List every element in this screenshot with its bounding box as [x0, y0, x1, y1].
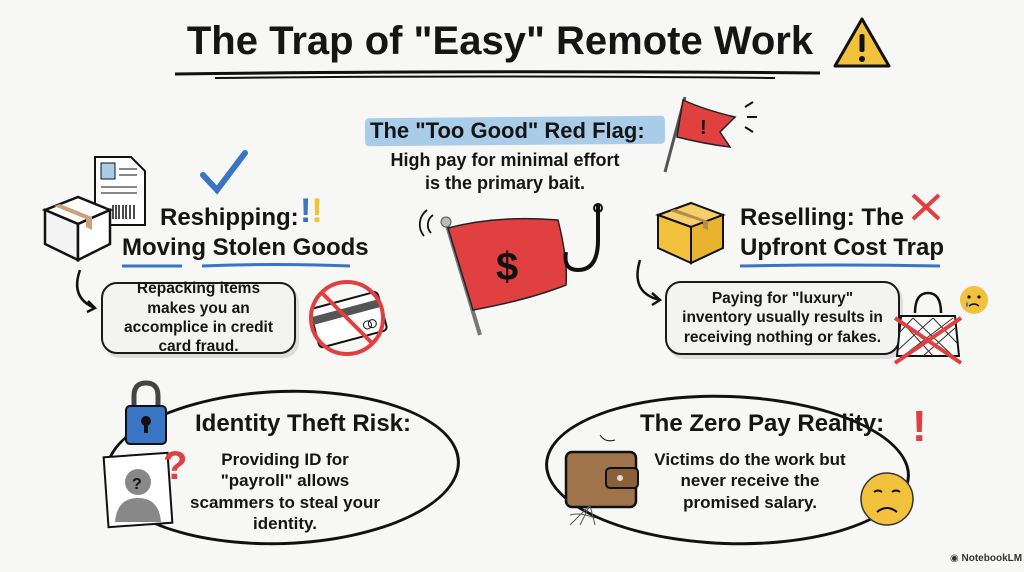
exclamation-marks-icon: !!	[300, 192, 323, 230]
red-flag-heading: The "Too Good" Red Flag:	[370, 118, 645, 143]
curved-arrow-icon	[75, 269, 98, 314]
exclamation-icon: !	[912, 402, 927, 451]
reshipping-title-1: Reshipping:	[160, 204, 299, 231]
id-silhouette-icon: ?	[102, 451, 174, 529]
warning-icon	[833, 17, 891, 68]
svg-text:$: $	[496, 245, 518, 289]
reshipping-title-2: Moving Stolen Goods	[122, 234, 369, 261]
reselling-title-2: Upfront Cost Trap	[740, 234, 944, 261]
reselling-title-1: Reselling: The	[740, 204, 905, 231]
title-underline-blue	[739, 263, 941, 268]
title-underline-blue	[122, 263, 351, 268]
reselling-bubble: Paying for "luxury" inventory usually re…	[665, 281, 900, 355]
identity-body: Providing ID for "payroll" allows scamme…	[190, 450, 380, 533]
identity-title: Identity Theft Risk:	[195, 410, 412, 437]
svg-text:?: ?	[132, 476, 142, 493]
yellow-box-icon	[655, 201, 726, 265]
red-flag-line1: High pay for minimal effort	[390, 150, 620, 170]
zero-pay-title: The Zero Pay Reality:	[640, 410, 885, 437]
svg-text:!: !	[700, 117, 707, 139]
checkmark-icon	[200, 150, 248, 195]
crying-face-icon	[960, 286, 988, 314]
red-flag-exclamation-icon: !	[663, 96, 757, 173]
red-flag-line2: is the primary bait.	[424, 173, 586, 193]
package-box-icon	[41, 195, 114, 263]
watermark: ◉ NotebookLM	[950, 553, 1023, 564]
padlock-icon	[125, 380, 167, 445]
page-title: The Trap of "Easy" Remote Work	[186, 19, 814, 63]
red-x-icon	[911, 193, 941, 221]
no-credit-card-icon	[309, 280, 388, 356]
curved-arrow-icon	[636, 259, 663, 307]
empty-wallet-icon	[564, 434, 639, 526]
reshipping-bubble: Repacking items makes you an accomplice …	[101, 280, 296, 355]
sad-face-icon	[860, 472, 914, 526]
question-mark-icon: ?	[163, 444, 188, 488]
title-underline	[174, 70, 821, 79]
crossed-handbag-icon	[893, 291, 963, 365]
notebooklm-logo-icon: ◉	[950, 553, 962, 564]
zero-pay-body: Victims do the work but never receive th…	[654, 450, 846, 512]
money-flag-hook-icon: $	[418, 203, 603, 336]
